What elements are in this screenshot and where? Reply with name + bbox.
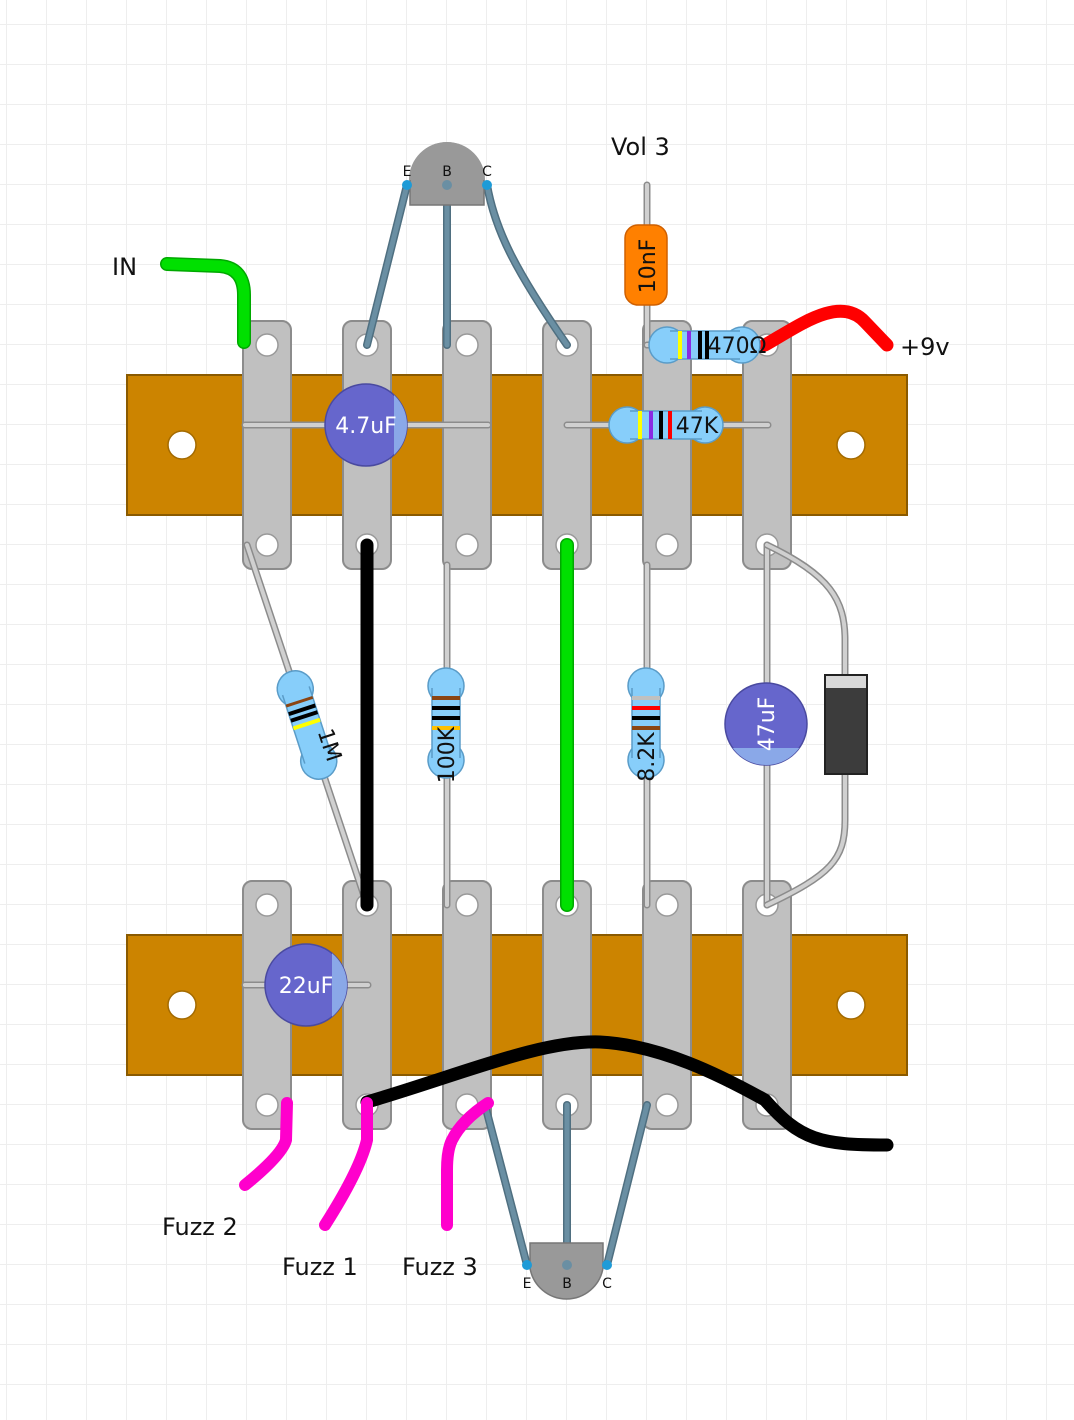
- tag-strip[interactable]: [542, 320, 592, 570]
- tag-strip[interactable]: [442, 320, 492, 570]
- pin-label-e: E: [523, 1276, 532, 1292]
- tag-hole: [655, 533, 679, 557]
- capacitor-label: 4.7uF: [335, 414, 397, 439]
- tag-hole: [255, 333, 279, 357]
- diode-cathode-band: [826, 676, 866, 688]
- transistor-bottom[interactable]: E B C: [481, 1101, 651, 1300]
- mounting-hole: [167, 990, 197, 1020]
- pin-label-e: E: [403, 164, 412, 180]
- tag-strip[interactable]: [642, 880, 692, 1130]
- resistor-label: 8.2K: [635, 732, 660, 782]
- resistor-100k[interactable]: 100K: [427, 667, 465, 783]
- label-fuzz3: Fuzz 3: [402, 1253, 478, 1281]
- wires: [160, 257, 894, 1231]
- label-9v: +9v: [900, 333, 950, 361]
- wire-fuzz3[interactable]: [441, 1097, 494, 1231]
- capacitor-label: 22uF: [279, 974, 334, 999]
- wire-9v[interactable]: [758, 304, 894, 352]
- mounting-hole: [836, 430, 866, 460]
- mounting-hole: [167, 430, 197, 460]
- tag-hole: [455, 333, 479, 357]
- capacitor-47uf[interactable]: 47uF: [720, 682, 810, 768]
- tag-strips-top: [242, 320, 792, 570]
- tag-strip[interactable]: [442, 880, 492, 1130]
- pin-label-b: B: [442, 164, 452, 180]
- label-in: IN: [112, 253, 137, 281]
- label-fuzz2: Fuzz 2: [162, 1213, 238, 1241]
- resistor-label: 47K: [676, 414, 719, 439]
- tag-strips-bottom: [242, 880, 792, 1130]
- resistor-470[interactable]: 470Ω: [648, 326, 767, 364]
- label-fuzz1: Fuzz 1: [282, 1253, 358, 1281]
- label-vol3: Vol 3: [611, 133, 670, 161]
- pin-label-b: B: [562, 1276, 572, 1292]
- resistor-label: 100K: [435, 726, 460, 783]
- wire-fuzz1[interactable]: [319, 1097, 373, 1231]
- resistor-label: 470Ω: [708, 334, 767, 359]
- tag-strip[interactable]: [542, 880, 592, 1130]
- transistor-top[interactable]: E B C: [363, 142, 571, 349]
- capacitor-label: 47uF: [755, 697, 780, 752]
- wire-ground[interactable]: [360, 1035, 894, 1152]
- tag-strip[interactable]: [242, 320, 292, 570]
- tag-hole: [255, 533, 279, 557]
- pin-label-c: C: [602, 1276, 612, 1292]
- pin-label-c: C: [482, 164, 492, 180]
- capacitor-10nf[interactable]: 10nF: [624, 224, 668, 306]
- diode[interactable]: [824, 674, 868, 775]
- capacitor-label: 10nF: [636, 239, 661, 294]
- mounting-hole: [836, 990, 866, 1020]
- resistor-47k[interactable]: 47K: [608, 406, 724, 444]
- wire-fuzz2[interactable]: [239, 1097, 293, 1191]
- resistor-8-2k[interactable]: 8.2K: [627, 667, 665, 782]
- tag-hole: [455, 533, 479, 557]
- transistor-body: [529, 1242, 604, 1300]
- pin-e: [402, 180, 412, 190]
